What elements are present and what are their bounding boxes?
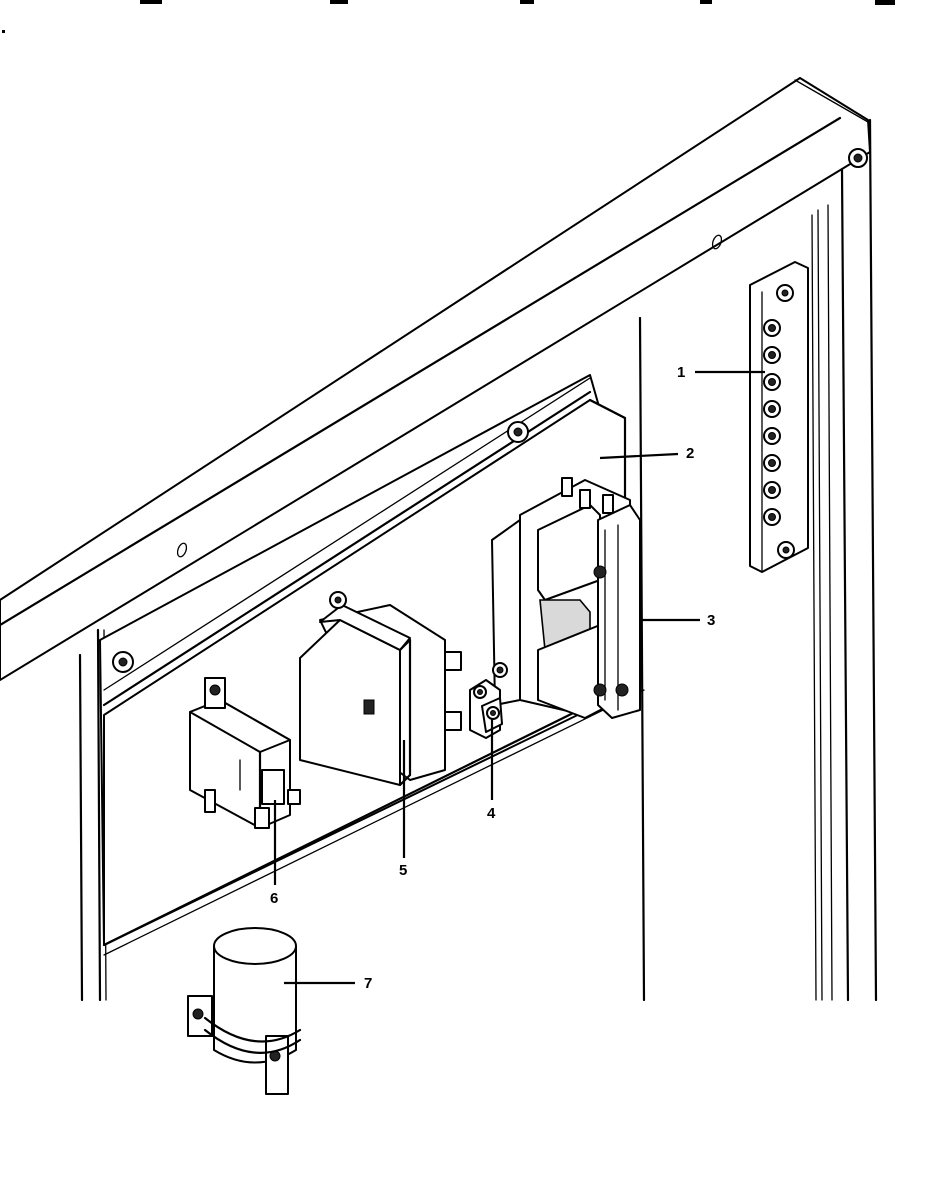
leader-lines <box>273 370 765 985</box>
callout-labels: 1 2 3 4 5 6 7 <box>270 364 715 992</box>
callout-6: 6 <box>270 890 278 907</box>
callout-2: 2 <box>686 445 694 462</box>
relay <box>189 677 301 830</box>
contactor <box>491 477 641 719</box>
callout-3: 3 <box>707 612 715 629</box>
callout-4: 4 <box>487 805 496 822</box>
transformer <box>299 591 462 787</box>
leader-2 <box>599 452 679 460</box>
terminal-strip <box>749 261 809 573</box>
capacitor <box>187 927 302 1095</box>
ground-lug <box>469 679 503 739</box>
top-edge-fragments <box>2 0 895 33</box>
terminal-screws <box>763 319 781 526</box>
callout-1: 1 <box>677 364 685 381</box>
callout-5: 5 <box>399 862 407 879</box>
callout-7: 7 <box>364 975 372 992</box>
